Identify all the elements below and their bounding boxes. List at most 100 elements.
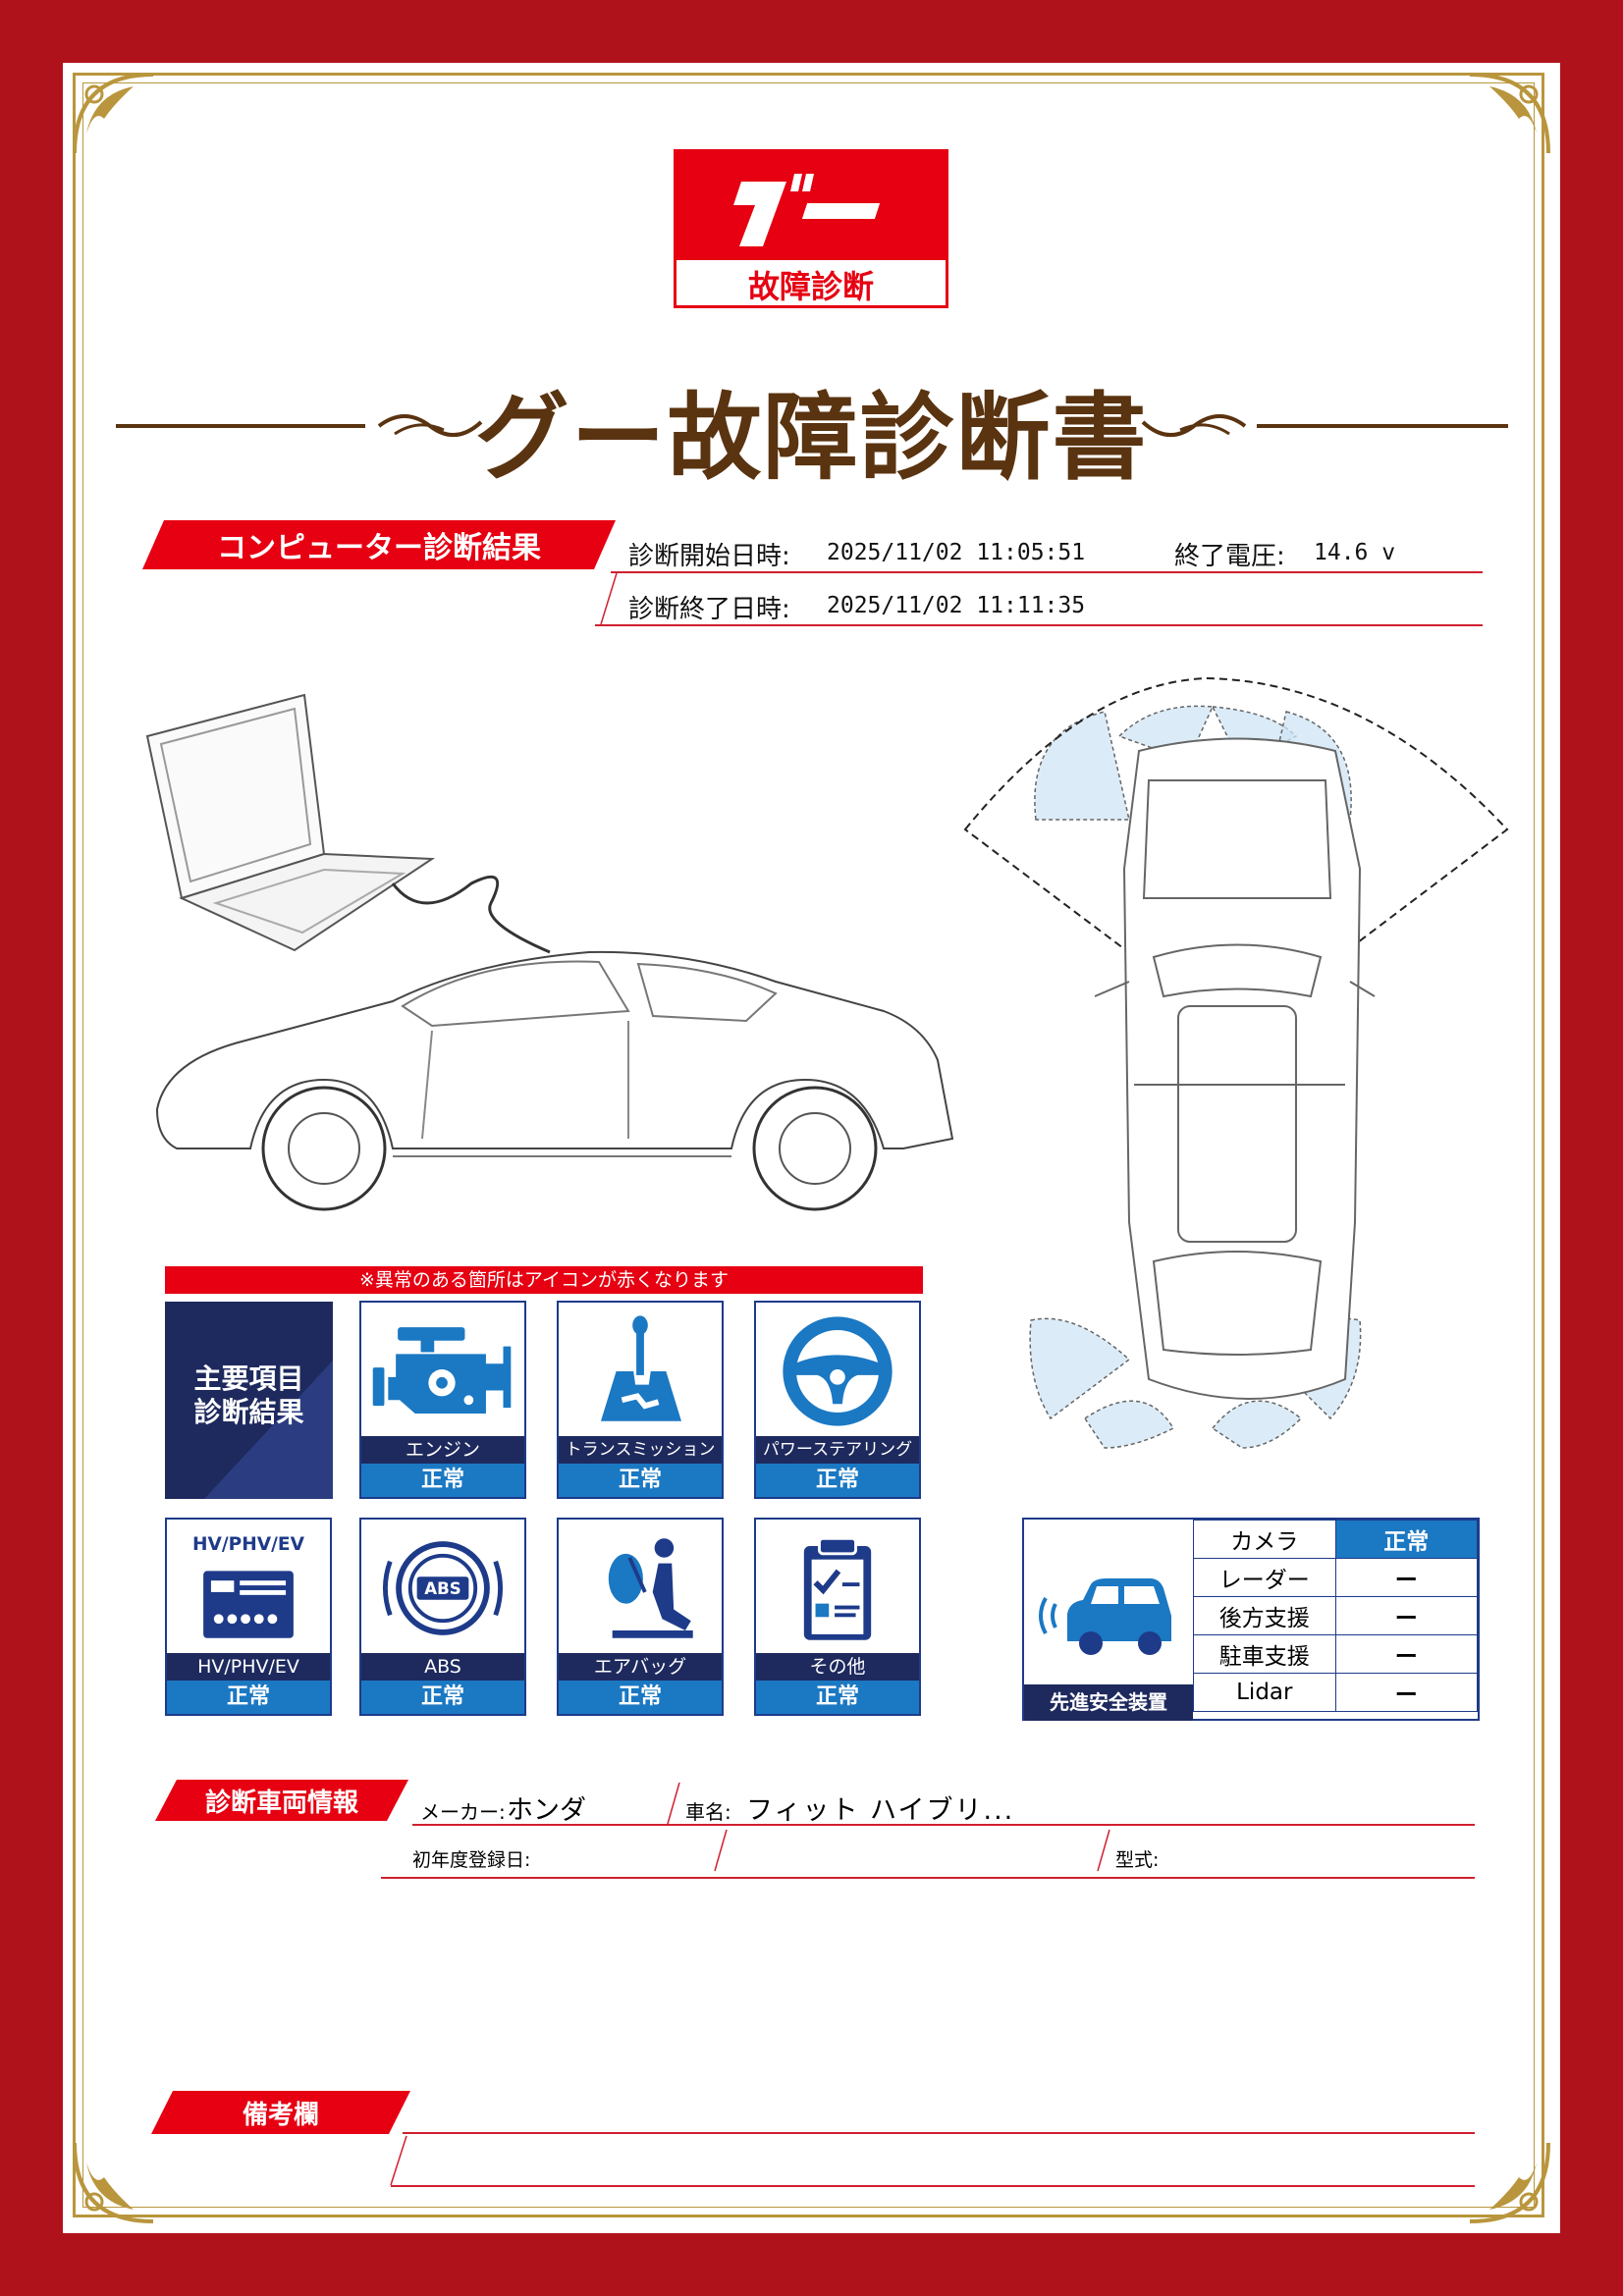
- adas-status: ー: [1334, 1558, 1479, 1597]
- divider-line: [595, 624, 1483, 626]
- car-name-label: 車名:: [685, 1800, 731, 1824]
- ornament-corner-icon: [73, 2142, 154, 2223]
- tile-name: トランスミッション: [559, 1436, 722, 1464]
- hv-battery-icon: HV/PHV/EV: [192, 1534, 305, 1638]
- slash-decoration: [1097, 1829, 1110, 1872]
- title-rule-right: [1257, 424, 1508, 428]
- voltage-label: 終了電圧:: [1174, 542, 1285, 571]
- adas-item: 後方支援: [1193, 1596, 1336, 1635]
- divider-line: [611, 571, 1483, 573]
- car-side-diagnostic-illustration: [145, 693, 954, 1211]
- tile-status: 正常: [756, 1464, 919, 1497]
- end-time-value: 2025/11/02 11:11:35: [827, 593, 1086, 618]
- adas-item: 駐車支援: [1193, 1634, 1336, 1674]
- adas-row-rear-assist: 後方支援 ー: [1193, 1596, 1479, 1635]
- result-tile-hv: HV/PHV/EV HV/PHV/EV 正常: [165, 1518, 332, 1716]
- result-tile-abs: ABS ABS 正常: [359, 1518, 526, 1716]
- remarks-line: [391, 2185, 1475, 2187]
- divider-line: [412, 1824, 1475, 1826]
- tile-name: ABS: [361, 1653, 524, 1681]
- adas-status: ー: [1334, 1596, 1479, 1635]
- divider-line: [381, 1877, 1475, 1879]
- laptop-icon: [145, 693, 436, 952]
- remarks-section-tag: 備考欄: [151, 2091, 410, 2134]
- abs-icon-label: ABS: [424, 1579, 460, 1598]
- adas-status: ー: [1334, 1673, 1479, 1712]
- adas-row-parking-assist: 駐車支援 ー: [1193, 1634, 1479, 1674]
- document-title: グー故障診断書: [474, 382, 1149, 493]
- diagonal-stripe-decoration: [204, 1361, 333, 1499]
- end-time-label: 診断終了日時:: [628, 595, 790, 624]
- tile-status: 正常: [559, 1464, 722, 1497]
- goo-logo: 故障診断: [674, 149, 948, 308]
- flourish-left-icon: [377, 414, 483, 437]
- result-tile-transmission: トランスミッション 正常: [557, 1301, 724, 1499]
- airbag-icon: [608, 1538, 693, 1638]
- adas-row-camera: カメラ 正常: [1193, 1520, 1479, 1559]
- result-tile-engine: エンジン 正常: [359, 1301, 526, 1499]
- tile-name: パワーステアリング: [756, 1436, 919, 1464]
- goo-logo-icon: [733, 174, 881, 246]
- voltage-value: 14.6 v: [1314, 540, 1396, 565]
- tile-name: エアバッグ: [559, 1653, 722, 1681]
- slash-decoration: [390, 2135, 407, 2186]
- maker-value: ホンダ: [507, 1795, 586, 1826]
- car-top-view-sensor-illustration: [963, 676, 1509, 1449]
- logo-subtitle: 故障診断: [747, 268, 874, 305]
- tile-status: 正常: [559, 1681, 722, 1714]
- adas-row-radar: レーダー ー: [1193, 1558, 1479, 1597]
- main-results-heading-line1: 主要項目: [193, 1362, 304, 1395]
- car-sensor-icon: [1039, 1578, 1171, 1655]
- main-results-heading-tile: 主要項目 診断結果: [165, 1302, 333, 1499]
- ornament-corner-icon: [73, 73, 154, 154]
- slash-decoration: [714, 1829, 728, 1872]
- adas-label: 先進安全装置: [1024, 1684, 1193, 1721]
- car-side-view-icon: [155, 950, 954, 1211]
- ornament-corner-icon: [1469, 73, 1550, 154]
- clipboard-icon: [803, 1536, 872, 1640]
- tile-status: 正常: [361, 1681, 524, 1714]
- slash-decoration: [600, 572, 618, 625]
- adas-status: ー: [1334, 1634, 1479, 1674]
- adas-status: 正常: [1334, 1520, 1479, 1559]
- slash-decoration: [667, 1782, 680, 1825]
- main-results-heading-line2: 診断結果: [193, 1396, 304, 1428]
- adas-panel: 先進安全装置 カメラ 正常 レーダー ー 後方支援 ー 駐車支援 ー Lidar…: [1022, 1518, 1480, 1721]
- title-rule-left: [116, 424, 365, 428]
- adas-item: レーダー: [1193, 1558, 1336, 1597]
- gold-frame-inner: [82, 82, 1535, 2208]
- result-tile-power-steering: パワーステアリング 正常: [754, 1301, 921, 1499]
- tile-status: 正常: [361, 1464, 524, 1497]
- tile-name: HV/PHV/EV: [167, 1653, 330, 1681]
- steering-wheel-icon: [783, 1316, 893, 1426]
- start-time-label: 診断開始日時:: [628, 542, 790, 571]
- registration-label: 初年度登録日:: [412, 1849, 531, 1871]
- transmission-icon: [600, 1315, 681, 1421]
- logo-mark: [676, 152, 946, 260]
- adas-status-table: カメラ 正常 レーダー ー 後方支援 ー 駐車支援 ー Lidar ー: [1193, 1520, 1479, 1712]
- tile-name: その他: [756, 1653, 919, 1681]
- car-top-view-icon: [1094, 737, 1376, 1400]
- adas-row-lidar: Lidar ー: [1193, 1673, 1479, 1712]
- result-tile-other: その他 正常: [754, 1518, 921, 1716]
- ornament-corner-icon: [1469, 2142, 1550, 2223]
- flourish-right-icon: [1141, 414, 1247, 437]
- tile-status: 正常: [167, 1681, 330, 1714]
- adas-item: カメラ: [1193, 1520, 1336, 1559]
- abnormal-notice-banner: ※異常のある箇所はアイコンが赤くなります: [165, 1266, 923, 1294]
- abs-icon: ABS: [382, 1541, 504, 1635]
- vehicle-section-tag: 診断車両情報: [155, 1780, 408, 1821]
- tile-name: エンジン: [361, 1436, 524, 1464]
- adas-item: Lidar: [1193, 1673, 1336, 1712]
- maker-label: メーカー:: [420, 1800, 506, 1824]
- result-tile-airbag: エアバッグ 正常: [557, 1518, 724, 1716]
- remarks-line: [403, 2132, 1475, 2134]
- start-time-value: 2025/11/02 11:05:51: [827, 540, 1086, 565]
- hv-icon-label: HV/PHV/EV: [192, 1534, 305, 1555]
- model-label: 型式:: [1115, 1849, 1160, 1871]
- gold-frame-outer: [73, 73, 1544, 2217]
- car-name-value: フィット ハイブリ...: [746, 1795, 1015, 1826]
- tile-status: 正常: [756, 1681, 919, 1714]
- camera-coverage-area: [963, 676, 1509, 1036]
- diagnosis-section-tag: コンピューター診断結果: [142, 520, 616, 569]
